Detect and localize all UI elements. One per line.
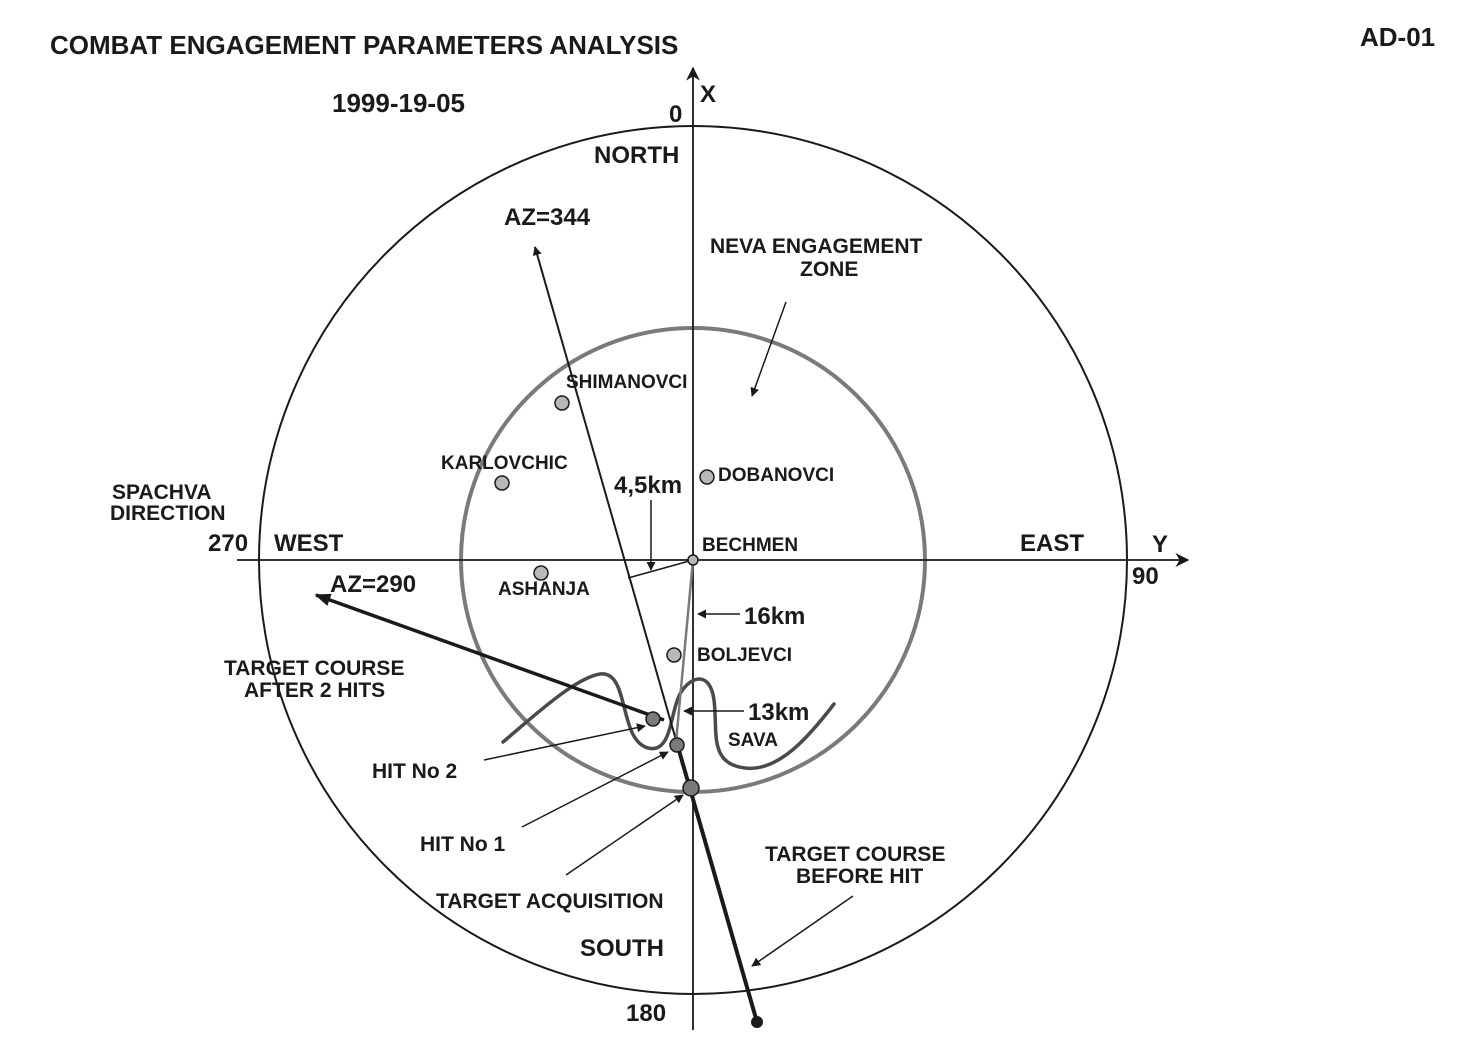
hit-1-marker [669,737,685,753]
course-after-hits-label-line2: AFTER 2 HITS [244,679,385,702]
sava-label: SAVA [728,730,778,751]
distance-4-5km-line [627,559,694,579]
hit-1-label: HIT No 1 [420,833,505,856]
south-label: SOUTH [580,935,664,962]
boljevci-marker [666,647,682,663]
north-label: NORTH [594,142,679,169]
north-azimuth-value: 0 [669,101,682,128]
karlovchic-marker [494,475,510,491]
diagram-title: COMBAT ENGAGEMENT PARAMETERS ANALYSIS [50,30,678,60]
spachva-direction-line2: DIRECTION [110,502,226,525]
spachva-direction-line1: SPACHVA [112,481,212,504]
hit-2-pointer [483,723,646,761]
karlovchic-label: KARLOVCHIC [441,453,568,474]
hit-1-pointer [521,751,669,828]
course-after-hits-label-line1: TARGET COURSE [224,657,404,680]
dobanovci-label: DOBANOVCI [718,465,834,486]
east-azimuth-value: 90 [1132,563,1159,590]
target-acquisition-label: TARGET ACQUISITION [436,890,664,913]
target-course-start-marker [751,1016,763,1028]
distance-4-5km-label: 4,5km [614,472,682,499]
distance-13km-label: 13km [748,699,809,726]
ashanja-marker [533,565,549,581]
engagement-zone-label-line1: NEVA ENGAGEMENT [710,235,923,258]
engagement-zone-pointer [750,301,787,397]
bechmen-marker [687,554,699,566]
target-acquisition-pointer [565,794,684,876]
hit-2-label: HIT No 2 [372,760,457,783]
distance-16km-line [674,559,695,743]
azimuth-290-label: AZ=290 [330,571,416,598]
shimanovci-label: SHIMANOVCI [566,372,687,393]
x-axis-label: X [700,81,716,108]
shimanovci-marker [554,395,570,411]
target-acquisition-marker [682,779,700,797]
y-axis-label: Y [1152,531,1168,558]
target-course-after-hits [314,593,665,722]
course-before-hit-label-line1: TARGET COURSE [765,843,945,866]
south-azimuth-value: 180 [626,1000,666,1027]
course-before-hit-label-line2: BEFORE HIT [796,865,923,888]
azimuth-344-label: AZ=344 [504,204,591,231]
engagement-zone-label-line2: ZONE [800,258,858,281]
azimuth-344-line [532,246,677,741]
bechmen-label: BECHMEN [702,535,798,556]
distance-16km-label: 16km [744,603,805,630]
west-label: WEST [274,530,344,557]
hit-2-marker [645,711,661,727]
dobanovci-marker [699,469,715,485]
boljevci-label: BOLJEVCI [697,645,792,666]
engagement-date: 1999-19-05 [332,88,465,118]
east-label: EAST [1020,530,1084,557]
course-before-hit-pointer [751,895,854,967]
west-azimuth-value: 270 [208,530,248,557]
document-code: AD-01 [1360,22,1435,52]
ashanja-label: ASHANJA [498,579,590,600]
